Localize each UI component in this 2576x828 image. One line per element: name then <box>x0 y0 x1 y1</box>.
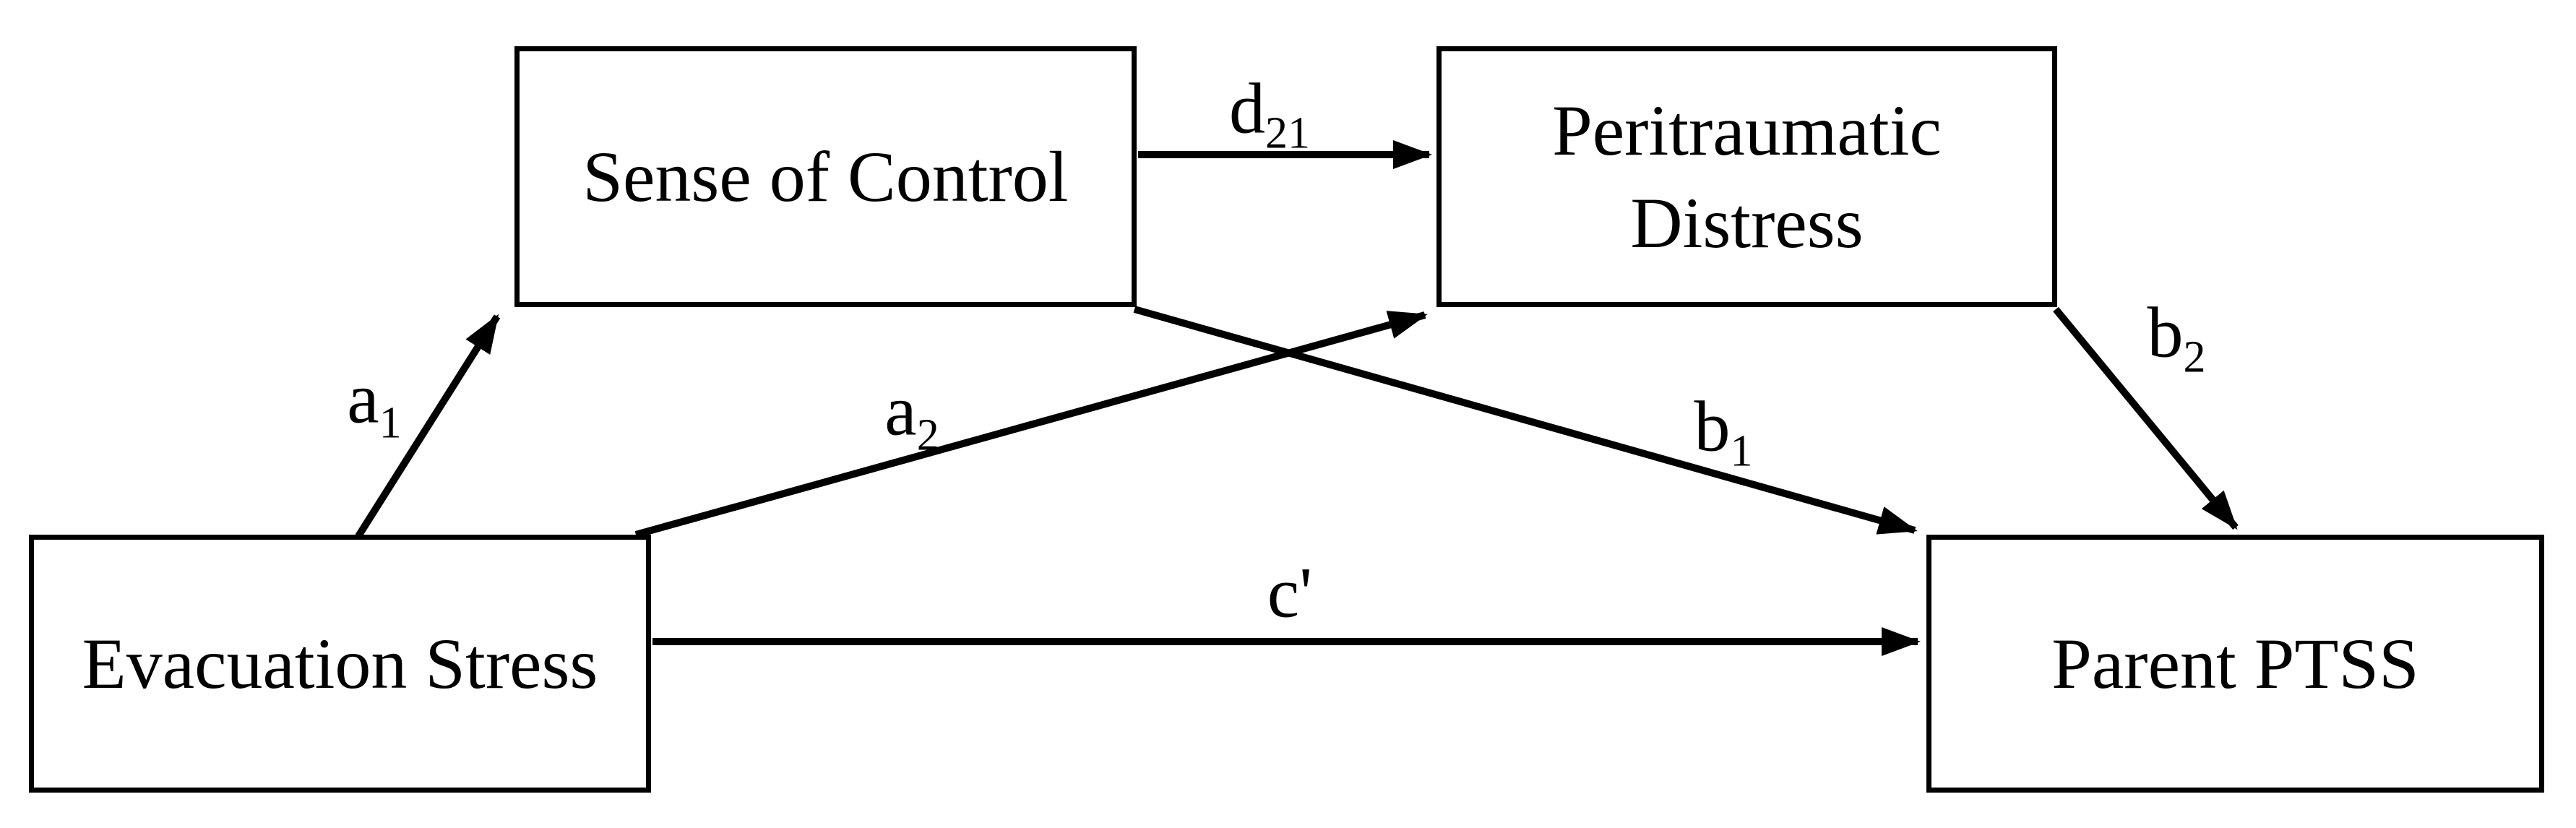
path-a2-label-sub: 2 <box>916 410 939 460</box>
path-b1-arrow <box>1133 306 1918 535</box>
box-evacuation-stress: Evacuation Stress <box>29 535 651 793</box>
path-a1-label: a1 <box>347 357 401 446</box>
path-b2-arrow <box>2053 306 2239 530</box>
box-peritraumatic-distress-label-line1: Peritraumatic <box>1552 90 1942 171</box>
path-b1-label-sub: 1 <box>1730 426 1753 476</box>
path-c-prime-label: c' <box>1267 551 1312 634</box>
path-a2-label: a2 <box>884 369 939 458</box>
box-parent-ptss: Parent PTSS <box>1926 535 2544 793</box>
path-a1-label-sub: 1 <box>379 398 402 448</box>
path-b2-label-base: b <box>2147 292 2184 373</box>
path-b1-label: b1 <box>1694 385 1753 474</box>
path-a1-arrow <box>355 314 501 538</box>
box-peritraumatic-distress-label-line2: Distress <box>1630 182 1864 263</box>
path-b2-label-sub: 2 <box>2183 332 2206 382</box>
path-c-prime-label-base: c' <box>1267 552 1313 633</box>
path-d21-label: d21 <box>1229 67 1310 156</box>
path-b2-label: b2 <box>2147 291 2206 380</box>
path-a1-label-base: a <box>347 358 379 439</box>
path-d21-label-sub: 21 <box>1265 108 1310 158</box>
box-parent-ptss-label: Parent PTSS <box>2051 623 2419 704</box>
path-a2-arrow <box>634 311 1428 538</box>
path-b1-label-base: b <box>1694 386 1731 467</box>
path-d21-label-base: d <box>1229 68 1265 149</box>
path-a2-label-base: a <box>884 370 917 451</box>
box-sense-of-control: Sense of Control <box>514 46 1137 307</box>
box-sense-of-control-label: Sense of Control <box>582 136 1069 217</box>
box-peritraumatic-distress: Peritraumatic Distress <box>1436 46 2057 307</box>
box-evacuation-stress-label: Evacuation Stress <box>82 623 598 704</box>
